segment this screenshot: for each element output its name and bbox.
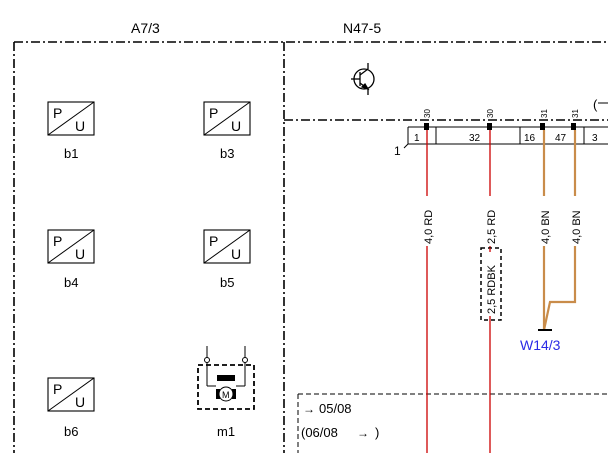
pin-number-5: 3 <box>592 133 598 144</box>
sensor-b4-label: b4 <box>64 275 78 290</box>
splice-label: 2,5 RDBK <box>486 264 498 314</box>
version-note-2-close: ) <box>375 425 379 440</box>
pin-number-1: 1 <box>414 133 420 144</box>
terminal-label-3: 31 <box>540 109 549 118</box>
sensor-b6-label: b6 <box>64 424 78 439</box>
connector-bracket: ( <box>593 97 598 112</box>
terminal-label-4: 31 <box>571 109 580 118</box>
sensor-b5-label: b5 <box>220 275 234 290</box>
connector-leader <box>403 143 409 149</box>
version-arrow-2: → <box>357 426 369 440</box>
sensor-diagonal-b4 <box>47 229 95 264</box>
terminal-markers <box>424 123 576 130</box>
sensor-b4-u: U <box>75 246 85 262</box>
pin-number-4: 47 <box>555 133 567 144</box>
wire-label-4: 4,0 BN <box>571 210 583 244</box>
ground-label: W14/3 <box>520 337 561 353</box>
section-label-left: A7/3 <box>131 20 160 36</box>
terminal-label-2: 30 <box>486 109 495 118</box>
version-note-2: (06/08 <box>301 425 338 440</box>
sensor-b5-u: U <box>231 246 241 262</box>
terminal-label-1: 30 <box>423 109 432 118</box>
sensor-b6-p: P <box>53 381 62 397</box>
pin-dividers <box>435 127 585 144</box>
sensor-b4-p: P <box>53 233 62 249</box>
motor-m1 <box>197 346 255 410</box>
sensor-b1-label: b1 <box>64 146 78 161</box>
pin-number-2: 32 <box>469 133 481 144</box>
version-arrow-1: → <box>303 402 315 416</box>
sensor-diagonal-b5 <box>203 229 251 264</box>
sensor-b3-p: P <box>209 105 218 121</box>
sensor-diagonal-b1 <box>47 101 95 136</box>
sensor-b5-p: P <box>209 233 218 249</box>
version-note-1: 05/08 <box>319 401 352 416</box>
sensor-b3-u: U <box>231 118 241 134</box>
pin-number-3: 16 <box>524 133 536 144</box>
connector-label: 1 <box>394 144 401 158</box>
section-label-right: N47-5 <box>343 20 381 36</box>
wire-label-2: 2,5 RD <box>486 210 498 244</box>
sensor-b6-u: U <box>75 394 85 410</box>
transistor-icon <box>351 63 375 95</box>
wire-label-1: 4,0 RD <box>423 210 435 244</box>
wire-label-3: 4,0 BN <box>540 210 552 244</box>
sensor-b1-u: U <box>75 118 85 134</box>
motor-m1-label: m1 <box>217 424 235 439</box>
motor-symbol: M <box>222 390 230 400</box>
sensor-b3-label: b3 <box>220 146 234 161</box>
sensor-diagonal-b3 <box>203 101 251 136</box>
sensor-diagonal-b6 <box>47 377 95 412</box>
motor-circle <box>218 386 234 402</box>
sensor-b1-p: P <box>53 105 62 121</box>
